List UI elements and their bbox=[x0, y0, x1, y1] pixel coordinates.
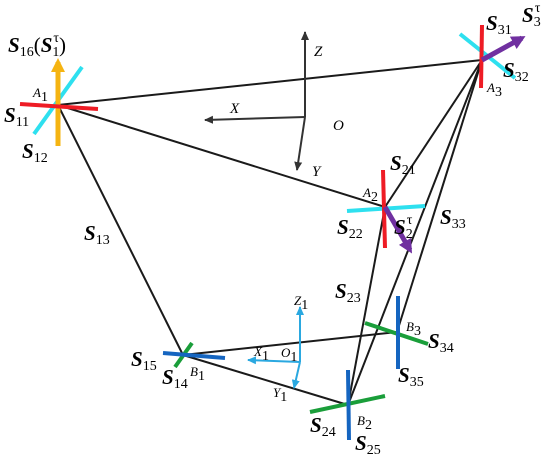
local-x-label: X1 bbox=[253, 344, 269, 364]
point-a3-label: A3 bbox=[486, 80, 502, 100]
local-origin-label: O1 bbox=[281, 345, 297, 365]
link-a1-a2 bbox=[57, 104, 386, 208]
point-a1-label: A1 bbox=[32, 85, 48, 105]
label-s31: S31 bbox=[486, 11, 512, 38]
link-a1-a3 bbox=[57, 59, 483, 106]
label-s32: S32 bbox=[503, 58, 529, 85]
joint-a1 bbox=[19, 58, 99, 146]
point-a2-label: A2 bbox=[362, 185, 378, 205]
link-a1-b1 bbox=[57, 104, 184, 356]
label-s35: S35 bbox=[398, 363, 424, 390]
axis-s3tau-purple bbox=[480, 35, 526, 63]
label-s24: S24 bbox=[310, 413, 336, 440]
global-x-label: X bbox=[229, 101, 240, 117]
global-frame bbox=[204, 31, 309, 171]
axis-s11-red bbox=[19, 102, 99, 111]
link-a2-b2 bbox=[347, 206, 386, 406]
axis-s25-blue bbox=[346, 369, 351, 441]
joint-b2 bbox=[309, 369, 386, 441]
global-z-label: Z bbox=[314, 44, 323, 60]
links bbox=[57, 59, 483, 406]
point-b1-label: B1 bbox=[190, 364, 205, 384]
global-x-axis bbox=[204, 115, 306, 124]
link-a3-b2 bbox=[347, 59, 483, 406]
label-s15: S15 bbox=[131, 347, 157, 374]
label-s2tau: S2τ bbox=[394, 213, 413, 242]
link-a3-a2 bbox=[384, 59, 483, 208]
joint-a2 bbox=[346, 169, 426, 254]
label-s25: S25 bbox=[355, 431, 381, 458]
point-b2-label: B2 bbox=[357, 413, 372, 433]
point-b3-label: B3 bbox=[406, 319, 421, 339]
joint-a3 bbox=[458, 24, 526, 89]
link-b1-b2 bbox=[182, 354, 349, 406]
label-s13: S13 bbox=[84, 221, 110, 248]
axis-s31-red bbox=[479, 24, 484, 89]
link-a3-b3 bbox=[396, 59, 483, 333]
label-s12: S12 bbox=[22, 139, 48, 166]
global-y-axis bbox=[294, 116, 306, 171]
axis-s15-blue bbox=[162, 351, 226, 360]
label-s11: S11 bbox=[4, 103, 29, 130]
global-y-label: Y bbox=[312, 164, 322, 180]
label-s22: S22 bbox=[337, 215, 363, 242]
local-frame bbox=[247, 306, 304, 389]
local-x-axis bbox=[247, 356, 301, 365]
label-s33: S33 bbox=[440, 205, 466, 232]
label-s3tau: S3τ bbox=[522, 1, 541, 30]
local-y-label: Y1 bbox=[273, 385, 287, 405]
joint-b1 bbox=[162, 341, 226, 369]
axis-s2tau-purple bbox=[382, 205, 413, 254]
global-origin-label: O bbox=[333, 118, 344, 134]
label-s34: S34 bbox=[428, 329, 454, 356]
local-z-label: Z1 bbox=[294, 293, 308, 313]
label-s21: S21 bbox=[390, 151, 416, 178]
label-s16: S16(S1τ) bbox=[8, 31, 66, 60]
local-y-axis bbox=[291, 361, 301, 389]
label-s14: S14 bbox=[162, 365, 188, 392]
label-s23: S23 bbox=[335, 279, 361, 306]
joint-b3 bbox=[364, 296, 429, 369]
